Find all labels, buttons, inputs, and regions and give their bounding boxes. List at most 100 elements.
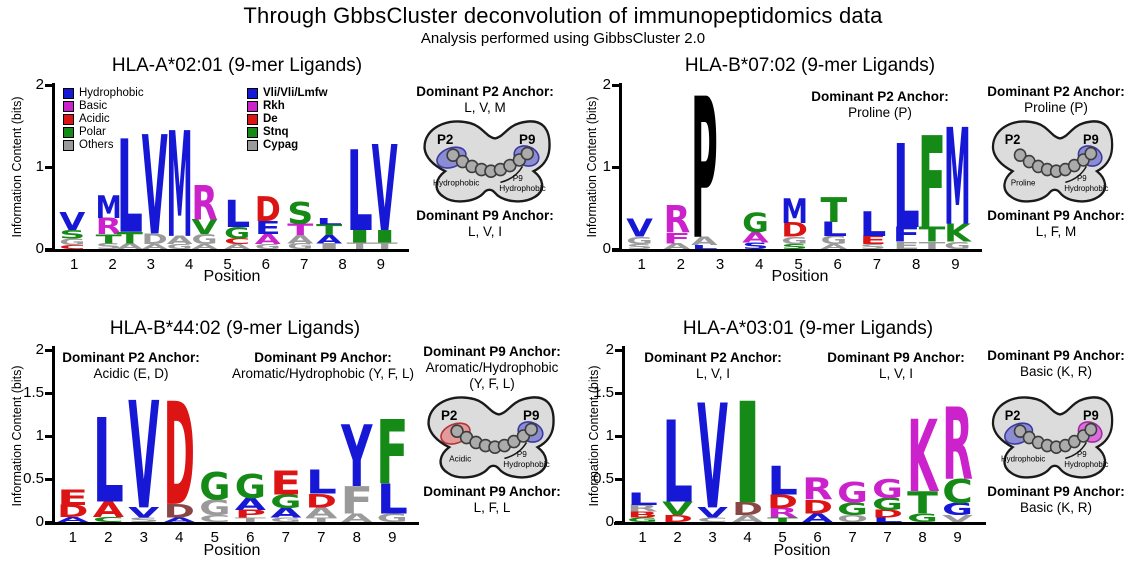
x-tick-label: 1 <box>638 529 647 546</box>
x-tick-label: 6 <box>833 256 842 273</box>
y-tick-label: 0.5 <box>23 470 44 487</box>
logo-letter: V <box>626 214 654 243</box>
p2-pocket-label: P2 <box>441 408 457 423</box>
y-tick-mark <box>45 435 52 438</box>
logo-letter: L <box>820 218 847 240</box>
logo-letter: I <box>732 375 763 537</box>
x-tick-label: 4 <box>175 529 184 546</box>
mhc-groove-cartoon: P2 P9 Hydrophobic P9 Hydrophobic <box>412 112 562 213</box>
y-tick-mark <box>615 478 622 481</box>
figure-title: Through GbbsCluster deconvolution of imm… <box>243 3 883 28</box>
panel-title-hla-a0201: HLA-A*02:01 (9-mer Ligands) <box>111 55 363 76</box>
y-axis <box>619 83 622 252</box>
y-tick-label: 1 <box>35 427 44 444</box>
x-axis <box>45 522 419 525</box>
x-tick-label: 2 <box>676 256 685 273</box>
side-anchor-value: L, V, I <box>467 224 503 239</box>
side-anchor-value: Aromatic/Hydrophobic <box>425 360 559 375</box>
x-tick-label: 6 <box>246 529 255 546</box>
logo-letter: A <box>691 235 718 248</box>
legend-color-swatch <box>63 114 74 125</box>
side-anchor-header: Dominant P9 Anchor: <box>987 208 1125 223</box>
logo-letter: E <box>860 234 887 247</box>
logo-letter: G <box>199 465 230 509</box>
x-axis-label: Position <box>203 268 261 285</box>
x-tick-label: 9 <box>951 256 960 273</box>
legend-color-swatch <box>63 101 74 112</box>
logo-letter: E <box>255 218 281 239</box>
logo-letter: T <box>820 190 847 230</box>
logo-letter: V <box>142 108 168 266</box>
y-tick-label: 2 <box>35 341 44 358</box>
logo-letter: L <box>224 194 250 237</box>
logo-letter: M <box>167 101 193 271</box>
logo-letter: A <box>270 506 302 521</box>
p2-pocket-caption: Acidic <box>449 454 471 464</box>
logo-letter: R <box>767 506 798 521</box>
logo-letter: D <box>306 490 337 512</box>
y-tick-mark <box>45 392 52 395</box>
logo-letter: M <box>96 188 122 225</box>
y-tick-mark <box>615 521 622 524</box>
y-tick-label: 0 <box>35 513 44 530</box>
legend-color-swatch <box>63 127 74 138</box>
x-axis <box>45 249 409 252</box>
anchor-annotation-value: Proline (P) <box>848 105 912 120</box>
side-anchor-header: Dominant P2 Anchor: <box>987 84 1125 99</box>
x-tick-label: 1 <box>637 256 646 273</box>
p9-pocket-label: P9 <box>1083 132 1099 147</box>
logo-letter: D <box>767 491 798 513</box>
legend-color-swatch <box>247 114 258 125</box>
x-tick-label: 7 <box>848 529 857 546</box>
logo-letter: V <box>697 505 728 522</box>
p9-pocket-caption: Hydrophobic <box>503 459 549 469</box>
mhc-groove-cartoon: P2 P9 Proline P9 Hydrophobic <box>981 112 1124 213</box>
y-tick-mark <box>612 248 619 251</box>
x-tick-label: 7 <box>317 529 326 546</box>
legend-color-swatch <box>63 140 74 151</box>
logo-letter: D <box>57 501 88 520</box>
side-anchor-value: Proline (P) <box>1024 100 1088 115</box>
p2-pocket-label: P2 <box>1005 132 1021 147</box>
anchor-annotation-header: Dominant P9 Anchor: <box>254 350 392 365</box>
x-tick-label: 5 <box>210 529 219 546</box>
peptide-residue-circle <box>1084 146 1098 161</box>
mhc-cartoon-svg: P2 P9 Hydrophobic P9 Hydrophobic <box>423 120 551 203</box>
side-anchor-block: Dominant P9 Anchor:Basic (K, R) <box>916 484 1126 516</box>
x-tick-label: 5 <box>778 529 787 546</box>
y-tick-label: 1.5 <box>23 384 44 401</box>
mhc-body-shape <box>423 120 551 203</box>
x-tick-label: 7 <box>281 529 290 546</box>
anchor-annotation-value: Aromatic/Hydrophobic (Y, F, L) <box>231 366 415 381</box>
logo-letter: T <box>117 229 143 247</box>
side-anchor-block: Dominant P9 Anchor:Basic (K, R) <box>916 348 1126 380</box>
y-axis <box>52 83 55 252</box>
mhc-body-shape <box>991 120 1114 203</box>
logo-letter: V <box>128 505 160 521</box>
x-tick-label: 3 <box>715 256 725 273</box>
legend-label: Stnq <box>263 126 289 138</box>
anchor-annotation-value: L, V, I <box>878 366 914 381</box>
y-tick-label: 2 <box>605 341 614 358</box>
x-tick-label: 7 <box>883 529 892 546</box>
logo-letter: L <box>860 205 887 244</box>
x-tick-label: 3 <box>708 529 717 546</box>
logo-letter: G <box>270 491 301 513</box>
logo-letter: V <box>59 207 85 235</box>
legend-label: Polar <box>79 126 106 138</box>
peptide-residue-circle <box>1013 424 1027 438</box>
y-tick-mark <box>612 84 619 87</box>
y-tick-label: 1.5 <box>593 384 614 401</box>
logo-letter: T <box>287 221 313 239</box>
logo-letter: L <box>93 395 124 529</box>
side-anchor-header: Dominant P9 Anchor: <box>423 484 561 499</box>
legend-color-swatch <box>247 140 258 151</box>
legend-label: Hydrophobic <box>79 87 144 99</box>
logo-letter: A <box>93 497 124 522</box>
anchor-annotation: Dominant P9 Anchor:Aromatic/Hydrophobic … <box>183 350 463 382</box>
side-anchor-header: Dominant P9 Anchor: <box>987 348 1125 363</box>
legend-label: Others <box>79 139 114 151</box>
logo-letter: D <box>732 499 763 520</box>
side-anchor-block: Dominant P9 Anchor:L, F, M <box>916 208 1126 240</box>
y-tick-label: 1 <box>605 427 614 444</box>
